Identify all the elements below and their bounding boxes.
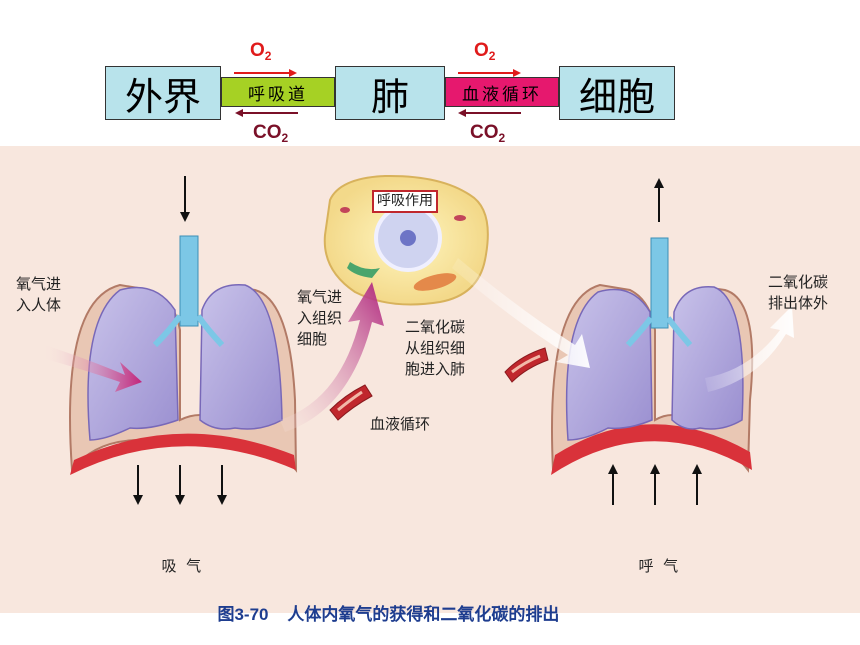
blood-circulation-label: 血液循环 [462,84,542,105]
o2-label-right: O2 [474,40,496,63]
o2-enter-cells-label: 氧气进入组织细胞 [297,288,343,348]
o2-enter-body-label: 氧气进入人体 [16,275,62,314]
blood-circulation-bar: 血液循环 [445,77,559,107]
lungs-label: 肺 [370,74,409,119]
exhale-arrow-top [654,178,664,222]
blood-circulation-label: 血液循环 [370,415,431,433]
cells-box: 细胞 [559,66,675,120]
co2-arrow-right [458,109,521,117]
co2-arrow-left [235,109,298,117]
co2-label-left: CO2 [253,122,289,145]
co2-from-cell-arrow [452,258,590,368]
left-thorax [69,235,298,475]
outside-label: 外界 [124,74,201,119]
cells-label: 细胞 [578,74,655,119]
exhale-diaphragm-arrows [608,464,702,505]
co2-to-lungs-label: 二氧化碳从组织细胞进入肺 [405,318,466,378]
co2-label-right: CO2 [470,122,506,145]
respiratory-tract-label: 呼吸道 [248,84,308,105]
o2-enter-cells-arrow [280,282,384,432]
o2-arrow-left [234,69,297,77]
co2-out-label: 二氧化碳排出体外 [768,273,829,312]
co2-out-arrow [705,306,794,392]
lungs-box: 肺 [335,66,445,120]
o2-label-left: O2 [250,40,272,63]
inhale-diaphragm-arrows [133,465,227,505]
figure-caption: 图3-70 人体内氧气的获得和二氧化碳的排出 [217,605,560,624]
o2-enter-body-arrow [42,345,142,392]
respiratory-tract-bar: 呼吸道 [221,77,335,107]
outside-box: 外界 [105,66,221,120]
flow-arrows [234,69,521,117]
inhale-label: 吸 气 [161,557,202,575]
blood-vessel-right [504,347,549,383]
tissue-cell [323,174,489,306]
right-thorax [550,237,754,475]
cell-respiration-label: 呼吸作用 [372,190,438,213]
blood-vessel-left [329,384,373,421]
o2-arrow-right [458,69,521,77]
inhale-arrow-top [180,176,190,222]
exhale-label: 呼 气 [638,557,679,575]
